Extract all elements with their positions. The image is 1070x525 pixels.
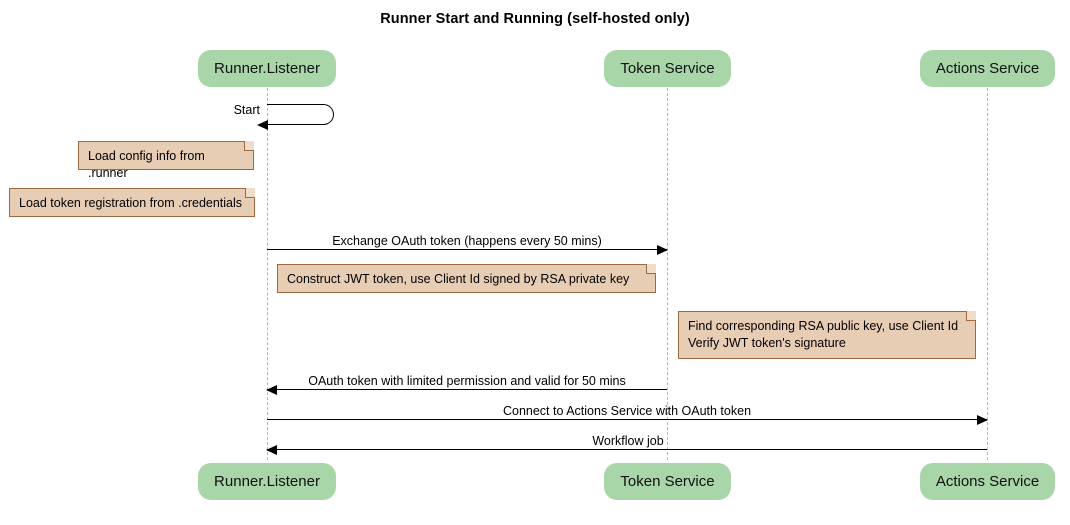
message-workflow-job [266,445,987,455]
message-oauth-token-response [266,385,667,395]
note-text: Construct JWT token, use Client Id signe… [287,272,630,286]
message-label-connect-actions-service: Connect to Actions Service with OAuth to… [502,404,752,418]
participant-label: Token Service [620,473,715,490]
message-label-exchange-oauth-token: Exchange OAuth token (happens every 50 m… [332,234,602,248]
note-fold-icon [966,311,976,321]
arrowhead-icon [257,120,268,130]
arrowhead-icon [266,385,277,395]
participant-actions-bottom[interactable]: Actions Service [920,463,1055,500]
lifeline-runner [267,88,268,460]
note-load-token-registration: Load token registration from .credential… [9,188,255,217]
note-fold-icon [244,141,254,151]
message-label-workflow-job: Workflow job [592,434,664,448]
participant-label: Runner.Listener [214,60,320,77]
message-label-oauth-token-response: OAuth token with limited permission and … [308,374,626,388]
participant-token-top[interactable]: Token Service [604,50,731,87]
note-verify-jwt-signature: Find corresponding RSA public key, use C… [678,311,976,359]
note-load-config: Load config info from .runner [78,141,254,180]
note-text: Find corresponding RSA public key, use C… [688,319,959,350]
arrowhead-icon [977,415,988,425]
message-start-selfloop [257,104,334,130]
lifeline-actions [987,88,988,460]
participant-token-bottom[interactable]: Token Service [604,463,731,500]
note-text: Load config info from .runner [88,149,205,180]
note-fold-icon [646,264,656,274]
note-text: Load token registration from .credential… [19,196,243,210]
message-label-start: Start [233,103,260,117]
participant-label: Actions Service [935,60,1040,77]
participant-label: Runner.Listener [214,473,320,490]
page-title: Runner Start and Running (self-hosted on… [380,11,690,27]
arrowhead-icon [657,245,668,255]
participant-label: Actions Service [935,473,1040,490]
note-fold-icon [245,188,255,198]
note-construct-jwt-token: Construct JWT token, use Client Id signe… [277,264,656,293]
message-connect-actions-service [267,415,988,425]
participant-actions-top[interactable]: Actions Service [920,50,1055,87]
message-exchange-oauth-token [267,245,668,255]
arrowhead-icon [266,445,277,455]
participant-runner-top[interactable]: Runner.Listener [198,50,336,87]
lifeline-token [667,88,668,460]
participant-label: Token Service [620,60,715,77]
participant-runner-bottom[interactable]: Runner.Listener [198,463,336,500]
